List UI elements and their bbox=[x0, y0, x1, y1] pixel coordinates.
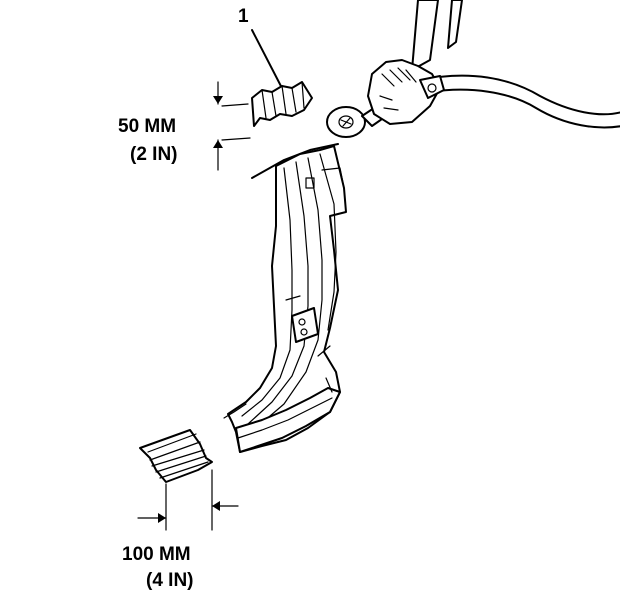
cut-off-wheel-tool-icon bbox=[326, 0, 620, 138]
callout-number-1: 1 bbox=[238, 6, 249, 27]
upper-insert-piece bbox=[251, 81, 313, 127]
callout-leader-line bbox=[251, 29, 285, 93]
upper-dimension-imperial: (2 IN) bbox=[130, 144, 178, 165]
lower-dimension-imperial: (4 IN) bbox=[146, 570, 194, 591]
lower-dimension-metric: 100 MM bbox=[122, 544, 191, 565]
lower-insert-piece bbox=[139, 429, 213, 483]
lower-dimension-marks bbox=[137, 469, 239, 531]
upper-dimension-marks bbox=[213, 81, 251, 171]
body-pillar-panel bbox=[223, 143, 347, 453]
hand-icon bbox=[367, 59, 445, 125]
upper-dimension-metric: 50 MM bbox=[118, 116, 176, 137]
